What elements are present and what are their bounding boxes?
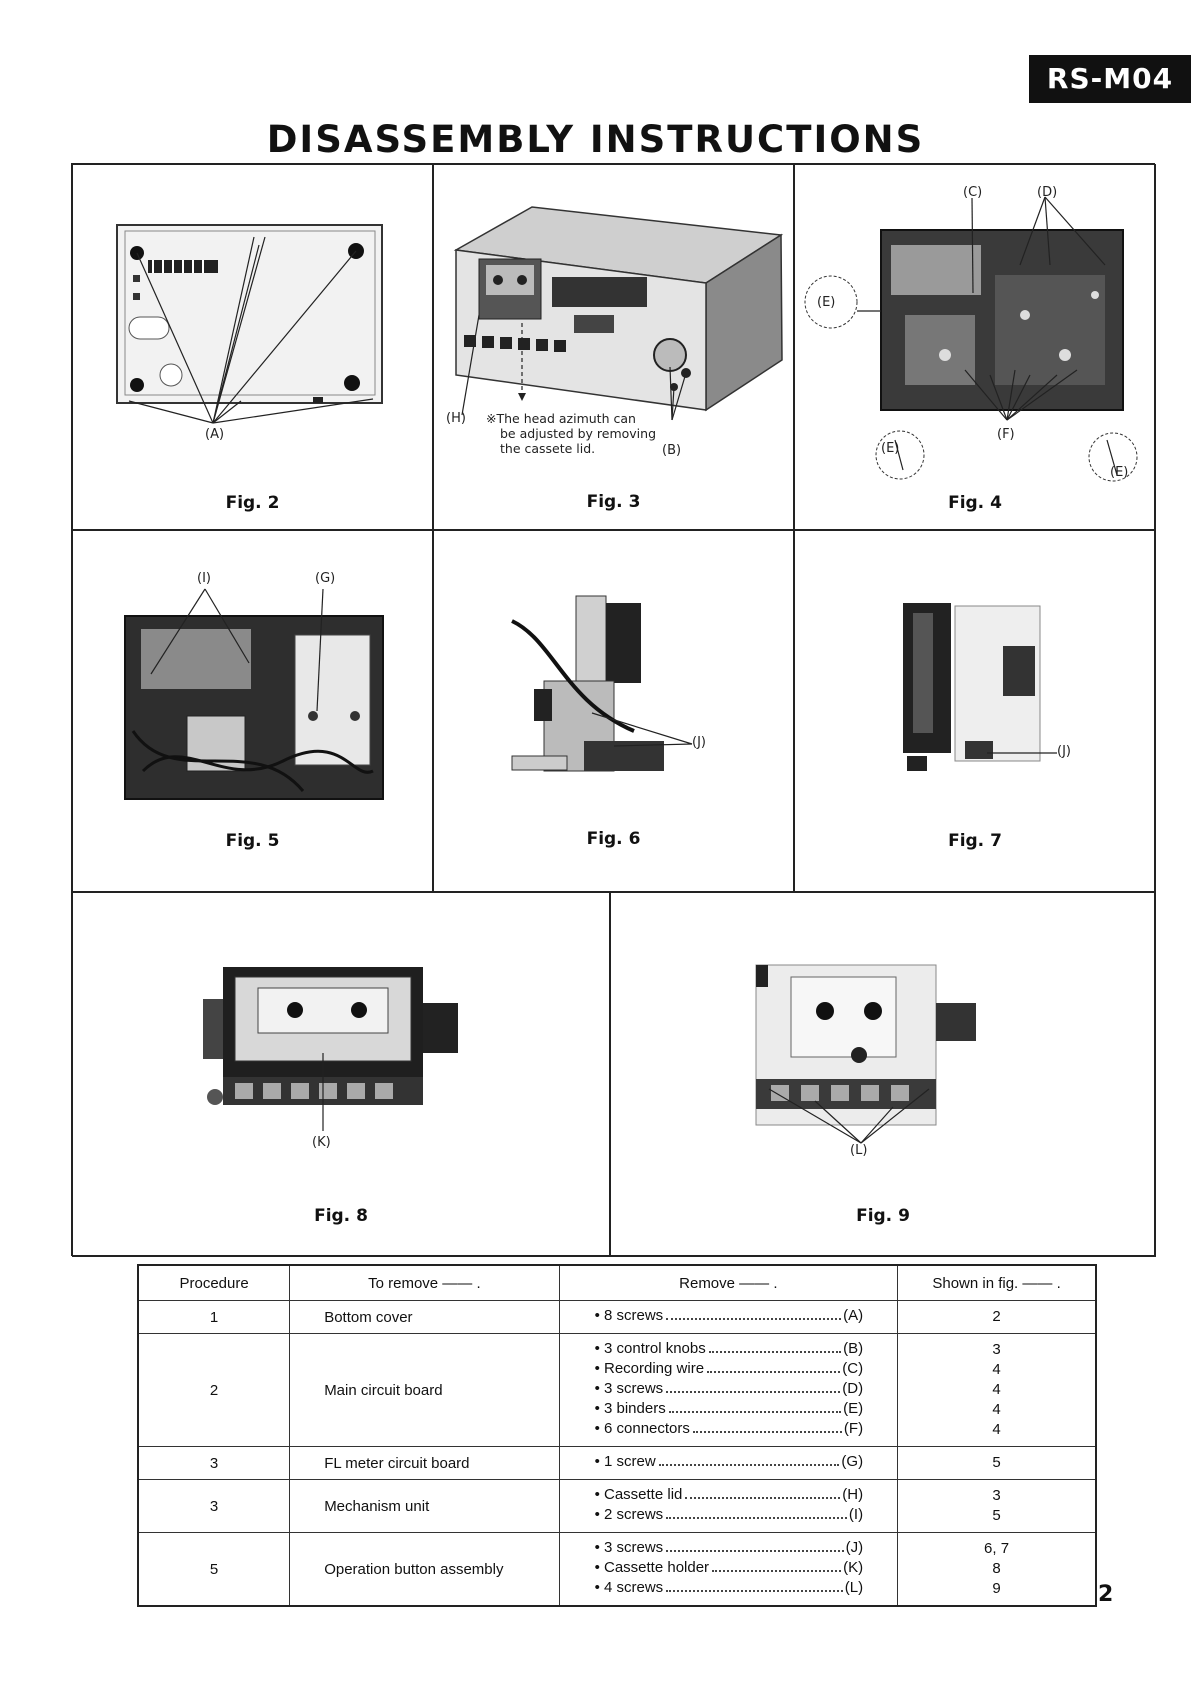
callout-i: (I)	[197, 571, 211, 586]
figure-references: 3 5	[897, 1479, 1097, 1533]
part-to-remove: FL meter circuit board	[289, 1446, 560, 1480]
removal-item: • 2 screws(I)	[594, 1506, 864, 1523]
table-row: 5 Operation button assembly • 3 screws(J…	[137, 1532, 1097, 1607]
part-to-remove: Bottom cover	[289, 1300, 560, 1334]
callout-h: (H)	[446, 411, 466, 426]
page-title: DISASSEMBLY INSTRUCTIONS	[266, 118, 925, 161]
procedure-number: 3	[137, 1479, 291, 1533]
fig-7-mechanism-side-illustration	[903, 603, 1057, 771]
callout-l: (L)	[850, 1143, 868, 1158]
model-badge: RS-M04	[1029, 55, 1191, 103]
callout-e: (E)	[817, 295, 836, 310]
fig-4-main-board-illustration	[804, 196, 1138, 482]
removal-item: • 4 screws(L)	[594, 1579, 864, 1596]
callout-j: (J)	[692, 735, 706, 750]
removal-item: • Cassette lid(H)	[594, 1486, 864, 1503]
procedure-number: 3	[137, 1446, 291, 1480]
removal-item: • 3 binders(E)	[594, 1400, 864, 1417]
fig-8-cassette-holder-illustration	[203, 967, 458, 1131]
removal-item: • Cassette holder(K)	[594, 1559, 864, 1576]
table-header-row: Procedure To remove —— . Remove —— . Sho…	[137, 1264, 1097, 1301]
callout-f: (F)	[997, 427, 1015, 442]
table-row: 2 Main circuit board • 3 control knobs(B…	[137, 1333, 1097, 1447]
callout-g: (G)	[315, 571, 336, 586]
part-to-remove: Mechanism unit	[289, 1479, 560, 1533]
figure-caption: Fig. 3	[586, 492, 641, 512]
column-header-to-remove: To remove —— .	[289, 1264, 560, 1301]
callout-e: (E)	[881, 441, 900, 456]
fig-9-mechanism-front-illustration	[755, 964, 976, 1144]
figure-7: (J) Fig. 7	[794, 530, 1156, 892]
figure-caption: Fig. 8	[314, 1206, 368, 1226]
figure-references: 5	[897, 1446, 1097, 1480]
column-header-procedure: Procedure	[137, 1264, 291, 1301]
head-azimuth-note: ※The head azimuth can be adjusted by rem…	[486, 411, 657, 456]
column-header-remove: Remove —— .	[558, 1264, 899, 1301]
figure-caption: Fig. 6	[586, 829, 641, 849]
figure-3: (H) ※The head azimuth can be adjusted by…	[433, 164, 794, 530]
figure-references: 3 4 4 4 4	[897, 1333, 1097, 1447]
fig-5-fl-meter-board-illustration	[124, 588, 384, 800]
figure-caption: Fig. 5	[225, 831, 280, 851]
figure-caption: Fig. 4	[948, 493, 1002, 513]
figure-caption: Fig. 7	[948, 831, 1002, 851]
figure-8: (K) Fig. 8	[72, 892, 610, 1257]
removal-item: • 8 screws(A)	[594, 1307, 864, 1324]
figure-5: (I) (G) Fig. 5	[72, 530, 433, 892]
removal-items: • Cassette lid(H) • 2 screws(I)	[558, 1479, 899, 1533]
removal-item: • 3 control knobs(B)	[594, 1340, 864, 1357]
fig-6-mechanism-side-illustration	[511, 595, 693, 772]
callout-c: (C)	[963, 185, 983, 200]
procedure-number: 1	[137, 1300, 291, 1334]
callout-d: (D)	[1037, 185, 1058, 200]
figure-caption: Fig. 9	[856, 1206, 910, 1226]
disassembly-procedure-table: Procedure To remove —— . Remove —— . Sho…	[137, 1264, 1097, 1607]
removal-item: • 1 screw(G)	[594, 1453, 864, 1470]
callout-a: (A)	[205, 427, 225, 442]
fig-2-bottom-cover-illustration	[116, 224, 383, 424]
table-row: 1 Bottom cover • 8 screws(A) 2	[137, 1300, 1097, 1334]
part-to-remove: Main circuit board	[289, 1333, 560, 1447]
figure-references: 2	[897, 1300, 1097, 1334]
page-number: 2	[1098, 1582, 1114, 1607]
procedure-number: 2	[137, 1333, 291, 1447]
callout-e: (E)	[1110, 465, 1129, 480]
callout-b: (B)	[662, 443, 682, 458]
removal-item: • 6 connectors(F)	[594, 1420, 864, 1437]
callout-k: (K)	[312, 1135, 331, 1150]
figure-9: (L) Fig. 9	[610, 892, 1156, 1257]
figure-6: (J) Fig. 6	[433, 530, 794, 892]
figure-grid: (A) Fig. 2	[71, 163, 1156, 1257]
figure-2: (A) Fig. 2	[72, 164, 433, 530]
callout-j: (J)	[1057, 744, 1071, 759]
procedure-number: 5	[137, 1532, 291, 1607]
removal-item: • 3 screws(D)	[594, 1380, 864, 1397]
removal-item: • 3 screws(J)	[594, 1539, 864, 1556]
fig-3-cassette-deck-illustration	[453, 206, 784, 421]
table-row: 3 Mechanism unit • Cassette lid(H) • 2 s…	[137, 1479, 1097, 1533]
table-row: 3 FL meter circuit board • 1 screw(G) 5	[137, 1446, 1097, 1480]
removal-items: • 3 control knobs(B) • Recording wire(C)…	[558, 1333, 899, 1447]
column-header-shown-in-fig: Shown in fig. —— .	[897, 1264, 1097, 1301]
removal-items: • 8 screws(A)	[558, 1300, 899, 1334]
figure-references: 6, 7 8 9	[897, 1532, 1097, 1607]
figure-4: (C) (D) (E) (F) (E) (E) Fig. 4	[794, 164, 1156, 530]
removal-items: • 1 screw(G)	[558, 1446, 899, 1480]
removal-items: • 3 screws(J) • Cassette holder(K) • 4 s…	[558, 1532, 899, 1607]
part-to-remove: Operation button assembly	[289, 1532, 560, 1607]
removal-item: • Recording wire(C)	[594, 1360, 864, 1377]
figure-caption: Fig. 2	[225, 493, 280, 513]
